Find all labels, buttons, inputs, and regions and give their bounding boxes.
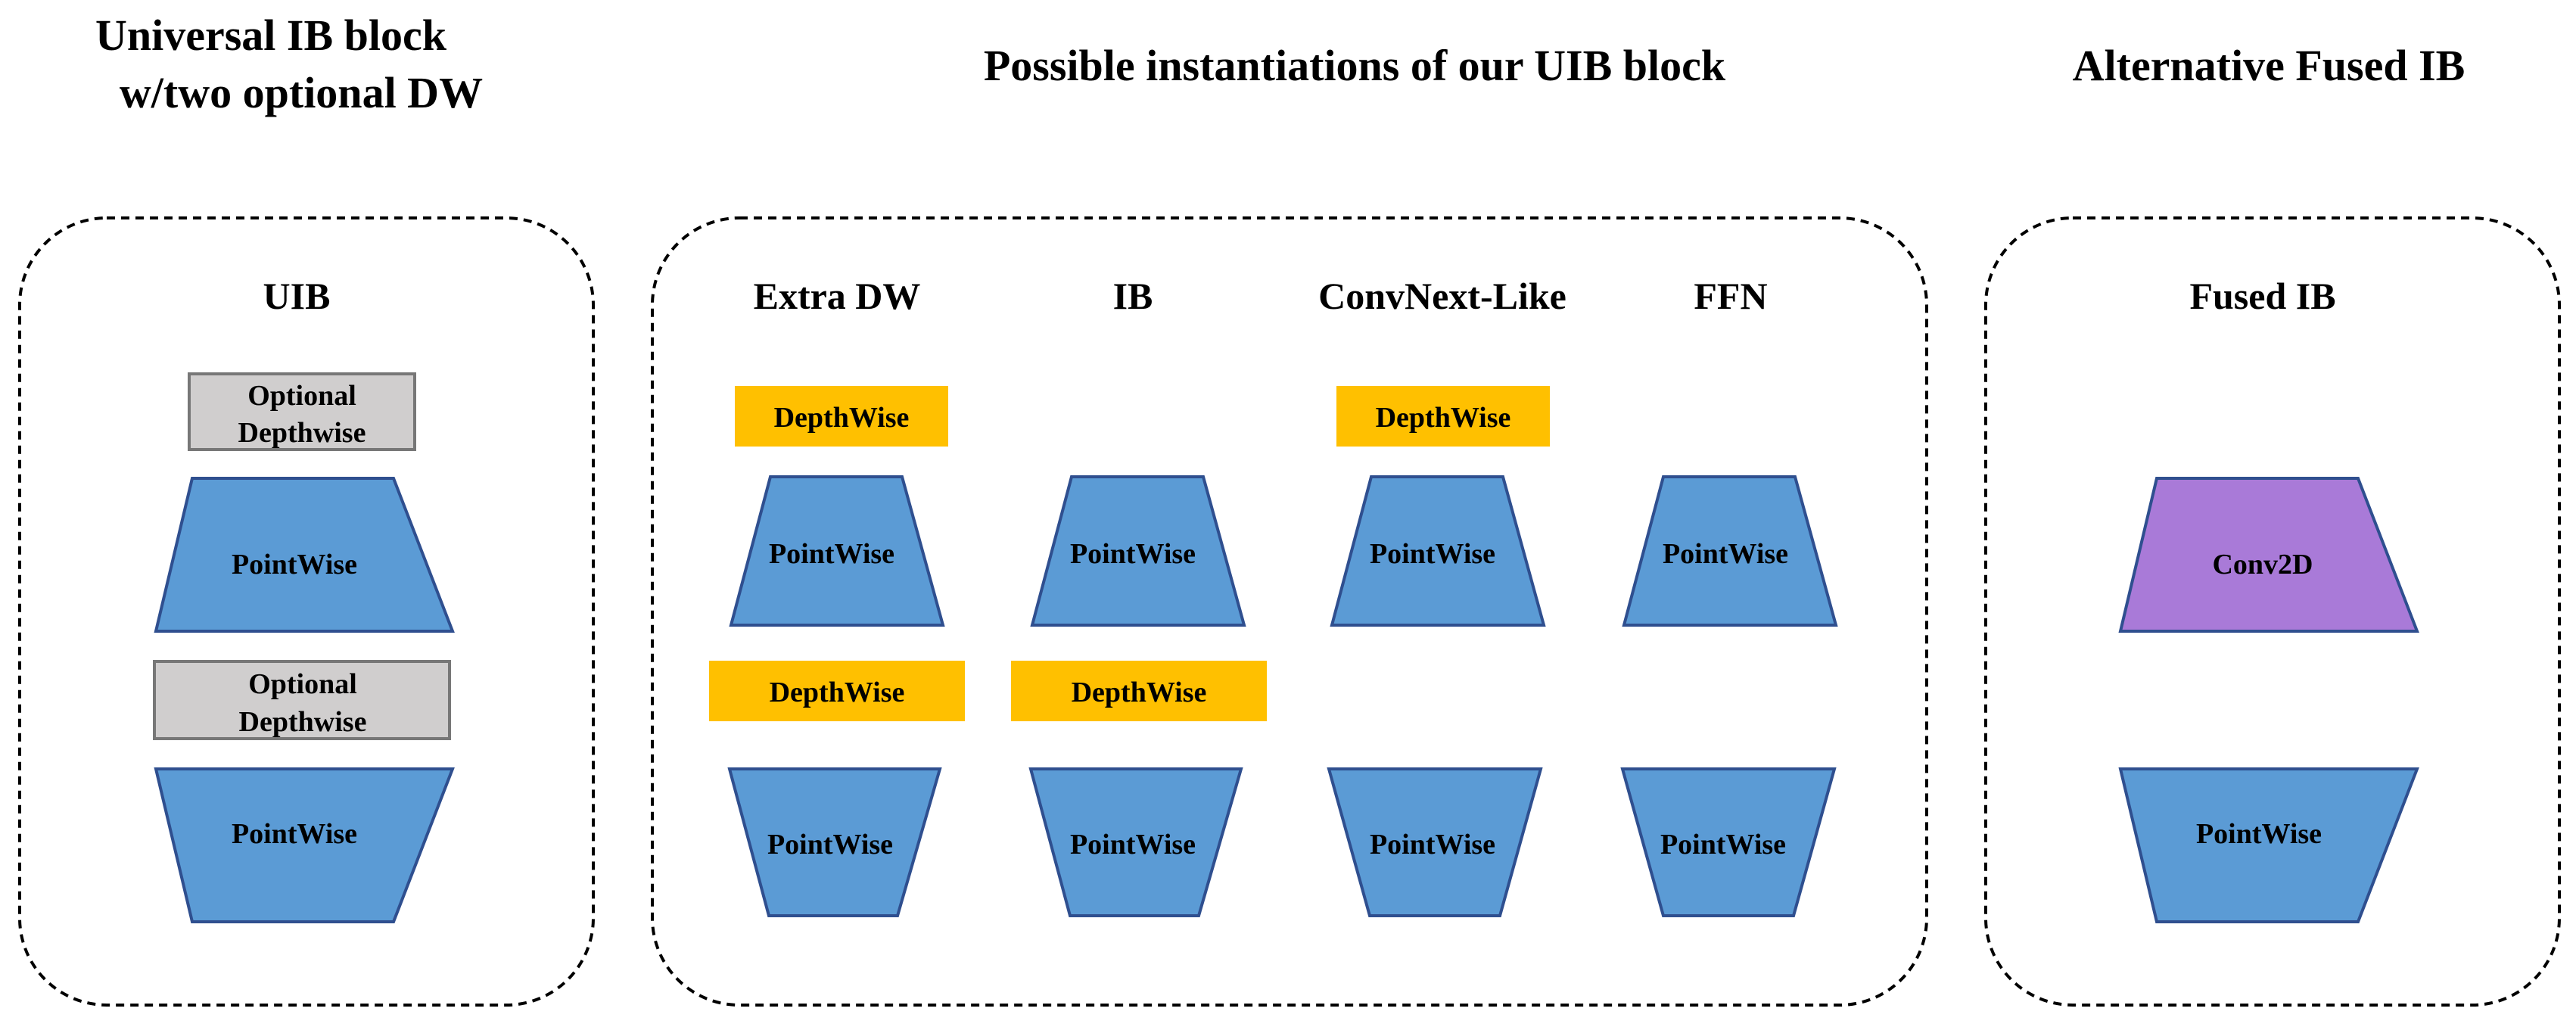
column-header-ffn: FFN	[1694, 275, 1767, 317]
left-title-line-2: w/two optional DW	[120, 68, 483, 117]
depthwise-label-extra-dw-top: DepthWise	[774, 402, 910, 434]
pointwise-label-ffn-top: PointWise	[1663, 538, 1788, 570]
pointwise-label-uib-top: PointWise	[232, 549, 357, 580]
left-title-line-1: Universal IB block	[95, 11, 447, 60]
pointwise-label-convnext-bottom: PointWise	[1370, 829, 1495, 861]
pointwise-expand-block-extra-dw	[729, 475, 945, 627]
pointwise-expand-block-ib	[1030, 475, 1246, 627]
pointwise-expand-block-convnext	[1330, 475, 1546, 627]
pointwise-label-uib-bottom: PointWise	[232, 818, 357, 850]
optional-depthwise-label-top-1: Optional	[247, 380, 356, 412]
pointwise-label-extra-dw-top: PointWise	[769, 538, 894, 570]
optional-depthwise-label-bottom-2: Depthwise	[239, 706, 367, 738]
depthwise-block-extra-dw-top	[735, 386, 948, 447]
pointwise-label-ffn-bottom: PointWise	[1660, 829, 1786, 861]
conv2d-label: Conv2D	[2212, 549, 2313, 580]
pointwise-project-block-convnext	[1327, 767, 1543, 917]
conv2d-expand-block	[2118, 477, 2419, 633]
depthwise-block-ib	[1011, 661, 1267, 721]
pointwise-expand-block-ffn	[1622, 475, 1838, 627]
pointwise-expand-block-uib	[154, 477, 455, 633]
optional-depthwise-block-top	[188, 372, 416, 451]
middle-title: Possible instantiations of our UIB block	[984, 41, 1726, 90]
optional-depthwise-label-bottom-1: Optional	[248, 668, 357, 700]
depthwise-label-ib: DepthWise	[1072, 677, 1207, 708]
depthwise-block-extra-dw-bottom	[709, 661, 965, 721]
column-header-extra-dw: Extra DW	[754, 275, 921, 317]
depthwise-label-convnext: DepthWise	[1376, 402, 1511, 434]
pointwise-project-block-fused-ib	[2118, 767, 2419, 923]
column-header-uib: UIB	[263, 275, 331, 317]
pointwise-label-extra-dw-bottom: PointWise	[767, 829, 893, 861]
pointwise-project-block-ib	[1028, 767, 1243, 917]
right-title: Alternative Fused IB	[2073, 41, 2466, 90]
pointwise-label-fused-ib: PointWise	[2196, 818, 2322, 850]
depthwise-label-extra-dw-bottom: DepthWise	[770, 677, 905, 708]
column-header-fused-ib: Fused IB	[2189, 275, 2335, 317]
optional-depthwise-block-bottom	[153, 660, 451, 740]
pointwise-label-ib-top: PointWise	[1070, 538, 1196, 570]
uib-panel	[18, 216, 595, 1007]
pointwise-label-ib-bottom: PointWise	[1070, 829, 1196, 861]
column-header-ib: IB	[1113, 275, 1153, 317]
column-header-convnext-like: ConvNext-Like	[1318, 275, 1566, 317]
pointwise-label-convnext-top: PointWise	[1370, 538, 1495, 570]
pointwise-project-block-uib	[154, 767, 455, 923]
instantiations-panel	[651, 216, 1928, 1007]
pointwise-project-block-extra-dw	[727, 767, 942, 917]
pointwise-project-block-ffn	[1620, 767, 1837, 917]
depthwise-block-convnext	[1336, 386, 1550, 447]
optional-depthwise-label-top-2: Depthwise	[238, 417, 366, 449]
fused-ib-panel	[1984, 216, 2561, 1007]
